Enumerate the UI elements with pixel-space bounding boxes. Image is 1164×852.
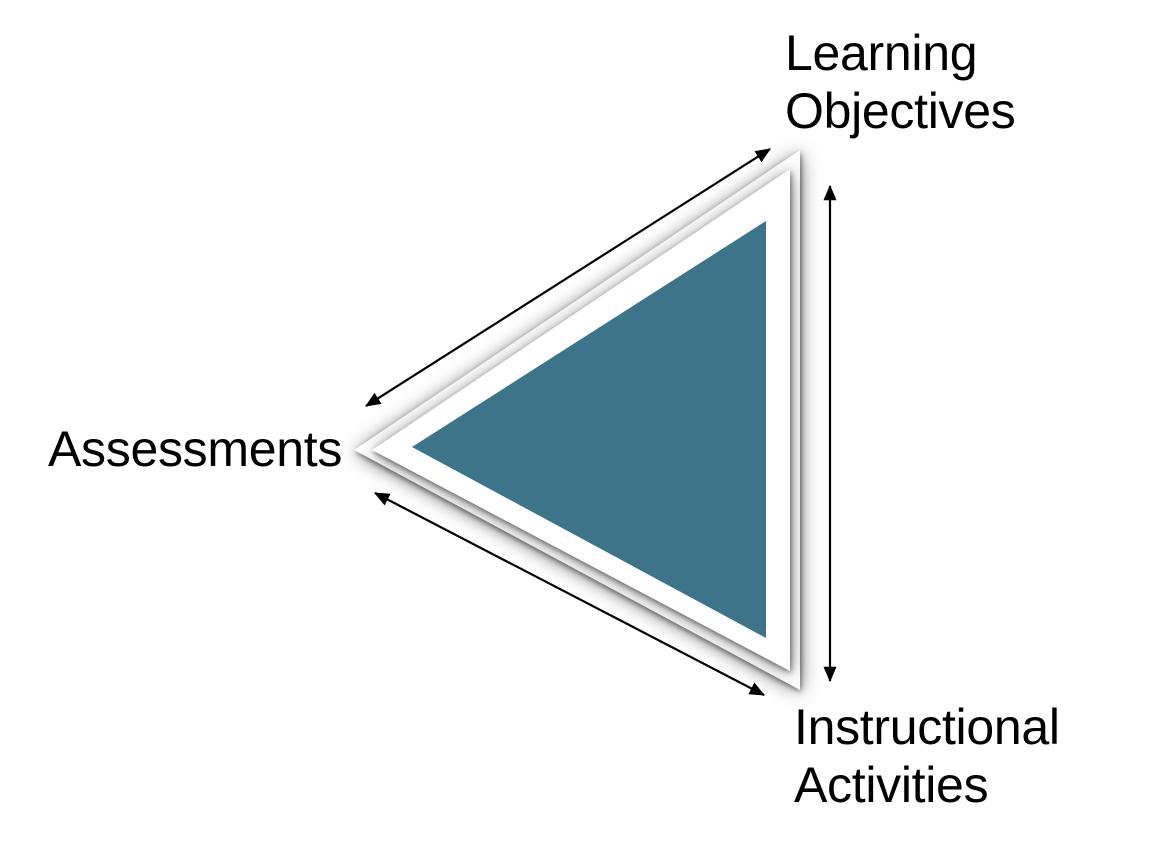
label-instructional-activities-line1: Instructional	[794, 699, 1060, 755]
arrow-assessments-activities	[374, 492, 765, 696]
label-assessments: Assessments	[48, 420, 342, 478]
edge-arrows	[365, 148, 837, 696]
label-assessments-line1: Assessments	[48, 421, 343, 477]
label-learning-objectives-line1: Learning	[785, 25, 978, 81]
label-instructional-activities: Instructional Activities	[794, 698, 1060, 814]
arrow-objectives-assessments	[365, 148, 771, 407]
label-learning-objectives: Learning Objectives	[785, 24, 1016, 140]
label-instructional-activities-line2: Activities	[794, 757, 989, 813]
label-learning-objectives-line2: Objectives	[785, 83, 1016, 139]
